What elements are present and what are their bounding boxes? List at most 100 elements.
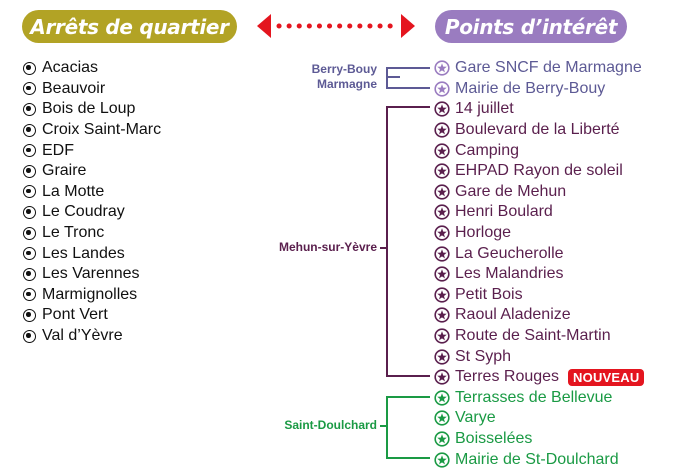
poi-label: Route de Saint-Martin [455,327,611,345]
poi-label: Boulevard de la Liberté [455,121,620,139]
poi-item: Les Malandries [434,264,644,285]
poi-label: Petit Bois [455,285,523,303]
poi-label: 14 juillet [455,100,514,118]
stop-label: EDF [42,141,74,159]
stop-item: Pont Vert [23,305,161,326]
poi-item: Gare de Mehun [434,182,644,203]
stop-label: Les Varennes [42,265,140,283]
bus-stop-dot-icon [23,164,36,178]
star-circle-icon [434,328,450,344]
star-circle-icon [434,287,450,303]
poi-item: Boisselées [434,429,644,450]
stop-label: Croix Saint-Marc [42,121,162,139]
star-circle-icon [434,184,450,200]
poi-item: Gare SNCF de Marmagne [434,58,644,79]
star-circle-icon [434,81,450,97]
points-of-interest-header: Points d’intérêt [435,10,627,43]
poi-label: La Geucherolle [455,244,564,262]
zone-label-berry-bouy: Berry-Bouy [311,62,377,76]
star-circle-icon [434,60,450,76]
poi-item: Boulevard de la Liberté [434,120,644,141]
poi-label: Mairie de St-Doulchard [455,450,619,468]
stop-label: Bois de Loup [42,100,136,118]
poi-label: Gare de Mehun [455,182,567,200]
zone-label-saint-doulchard: Saint-Doulchard [284,418,377,432]
star-circle-icon [434,143,450,159]
bus-stop-dot-icon [23,226,36,240]
poi-item: Raoul Aladenize [434,305,644,326]
bus-stop-dot-icon [23,308,36,322]
star-circle-icon [434,101,450,118]
poi-item: Mairie de St-Doulchard [434,449,644,470]
stop-item: Val d’Yèvre [23,326,161,347]
star-circle-icon [434,410,450,426]
poi-item: Horloge [434,223,644,244]
poi-label: Terres Rouges [455,368,560,386]
poi-item: St Syph [434,346,644,367]
stop-label: Le Tronc [42,224,105,242]
poi-label: Varye [455,409,496,427]
stop-item: Les Varennes [23,264,161,285]
star-circle-icon [434,225,450,241]
stop-label: Acacias [42,59,99,77]
zone-label-mehun: Mehun-sur-Yèvre [278,240,377,254]
stop-item: Graire [23,161,161,182]
points-of-interest-title: Points d’intérêt [444,14,618,39]
bus-stop-dot-icon [23,329,36,343]
stop-label: Les Landes [42,244,125,262]
stop-label: La Motte [42,182,105,200]
star-circle-icon [434,163,450,179]
stop-label: Val d’Yèvre [42,327,123,345]
stop-item: La Motte [23,182,161,203]
stop-item: EDF [23,140,161,161]
poi-label: Les Malandries [455,265,564,283]
star-circle-icon [434,204,450,221]
star-circle-icon [434,307,450,324]
star-circle-icon [434,122,450,138]
zone-label-berry-marmagne: Berry-Bouy Marmagne [227,62,377,92]
stop-item: Les Landes [23,243,161,264]
stop-item: Marmignolles [23,285,161,306]
star-circle-icon [434,431,450,447]
bus-stop-dot-icon [23,185,36,199]
bus-stop-dot-icon [23,102,36,116]
star-circle-icon [434,349,450,365]
poi-item: 14 juillet [434,99,644,120]
poi-label: EHPAD Rayon de soleil [455,162,623,180]
poi-label: Mairie de Berry-Bouy [455,79,606,97]
bus-stop-dot-icon [23,205,36,219]
star-circle-icon [434,390,450,406]
poi-label: Horloge [455,224,512,242]
bus-stop-dot-icon [23,247,36,261]
star-circle-icon [434,266,450,282]
poi-item: EHPAD Rayon de soleil [434,161,644,182]
stop-item: Croix Saint-Marc [23,120,161,141]
stop-label: Beauvoir [42,79,106,97]
stop-item: Bois de Loup [23,99,161,120]
poi-label: Boisselées [455,429,533,447]
poi-item: Terrasses de Bellevue [434,388,644,409]
poi-item: La Geucherolle [434,243,644,264]
star-circle-icon [434,369,450,385]
poi-item: Mairie de Berry-Bouy [434,79,644,100]
stop-label: Le Coudray [42,203,125,221]
stop-label: Graire [42,162,87,180]
stop-item: Le Coudray [23,202,161,223]
double-arrow-icon [257,14,415,38]
poi-item: Varye [434,408,644,429]
poi-label: Terrasses de Bellevue [455,388,613,406]
poi-label: Gare SNCF de Marmagne [455,59,642,77]
poi-item: Henri Boulard [434,202,644,223]
poi-label: Raoul Aladenize [455,306,571,324]
star-circle-icon [434,451,450,468]
neighborhood-stops-title: Arrêts de quartier [30,14,229,39]
zone-label-marmagne: Marmagne [316,77,377,91]
bus-stop-dot-icon [23,61,36,75]
poi-item: Petit Bois [434,285,644,306]
bus-stop-dot-icon [23,288,36,302]
poi-item: Route de Saint-Martin [434,326,644,347]
star-circle-icon [434,246,450,262]
